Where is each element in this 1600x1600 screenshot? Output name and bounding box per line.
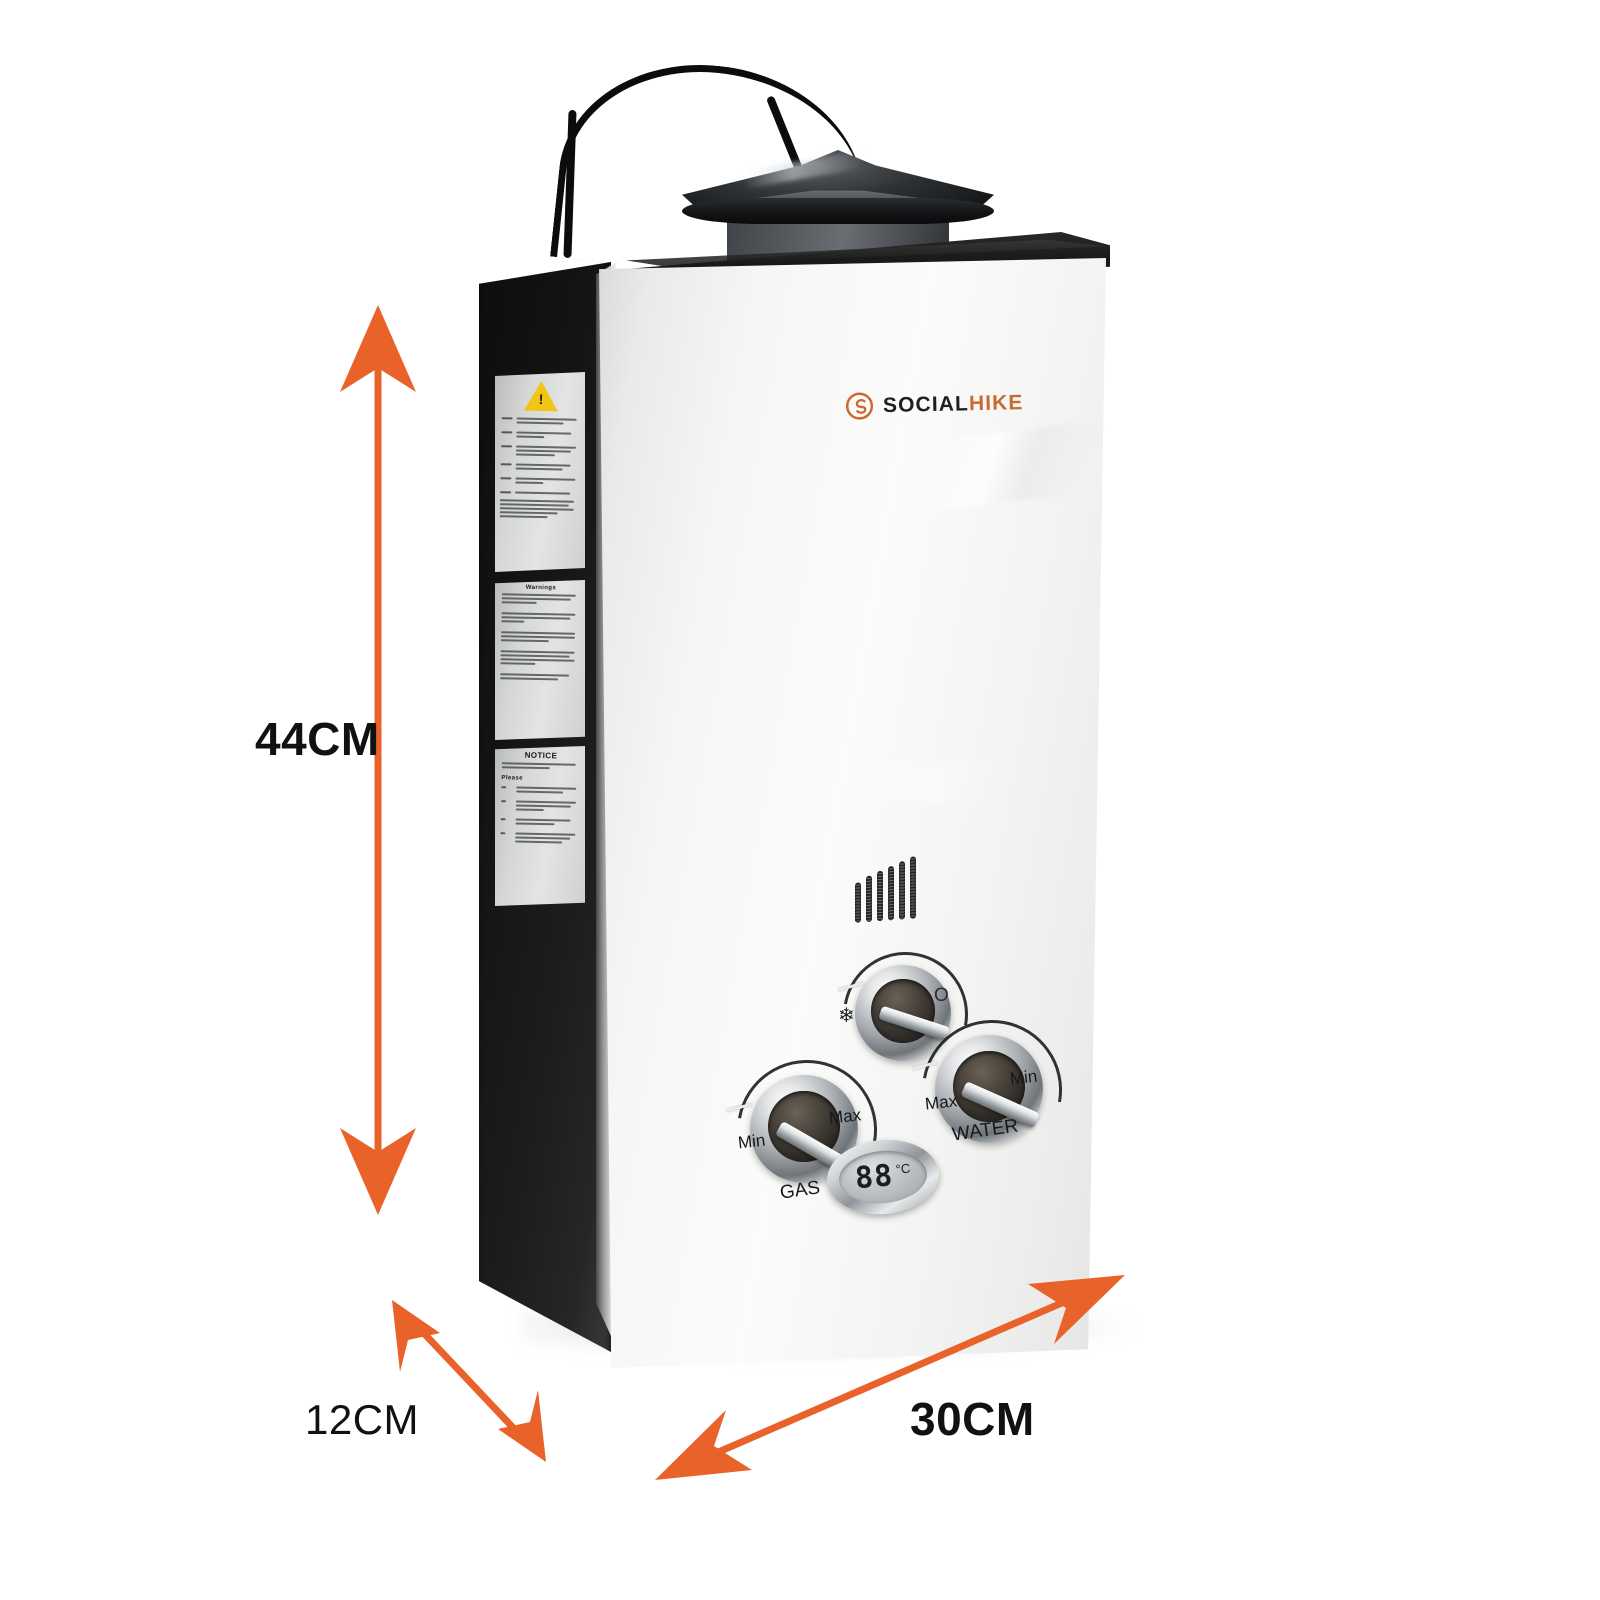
hazard-triangle-icon [523,380,559,412]
water-max-label: Max [924,1091,958,1114]
notice-sticker: NOTICE Please [495,746,585,906]
notice-sticker-subtitle: Please [501,775,523,782]
flue-rain-cap-rim [682,198,994,224]
warnings-sticker-title: Warnings [525,584,557,592]
width-dimension-label: 30CM [910,1393,1035,1445]
hazard-warning-sticker [495,372,585,572]
snowflake-icon: ❄ [838,1005,855,1027]
brand-word-hike: HIKE [968,391,1024,416]
depth-dimension-label: 12CM [305,1396,420,1443]
warnings-sticker: Warnings [495,580,585,740]
brand-wordmark: SOCIALHIKE [882,391,1024,418]
circular-s-monogram-icon [845,392,874,420]
gas-max-label: Max [828,1105,862,1128]
height-dimension-label: 44CM [255,713,380,765]
brand-logo: SOCIALHIKE [845,388,1024,421]
temperature-display-screen: 88 °C [837,1147,929,1207]
brand-word-social: SOCIAL [882,392,970,418]
vent-grille [855,855,933,923]
front-panel-highlight-secondary [880,760,1010,804]
notice-sticker-title: NOTICE [524,750,558,761]
gas-min-label: Min [737,1130,767,1153]
mode-off-marking: O [934,985,949,1006]
temperature-value: 88 [853,1158,895,1197]
water-control-knob[interactable] [894,992,1090,1188]
summer-winter-mode-knob[interactable] [818,927,994,1102]
water-min-label: Min [1009,1066,1039,1089]
temperature-unit: °C [894,1160,911,1177]
